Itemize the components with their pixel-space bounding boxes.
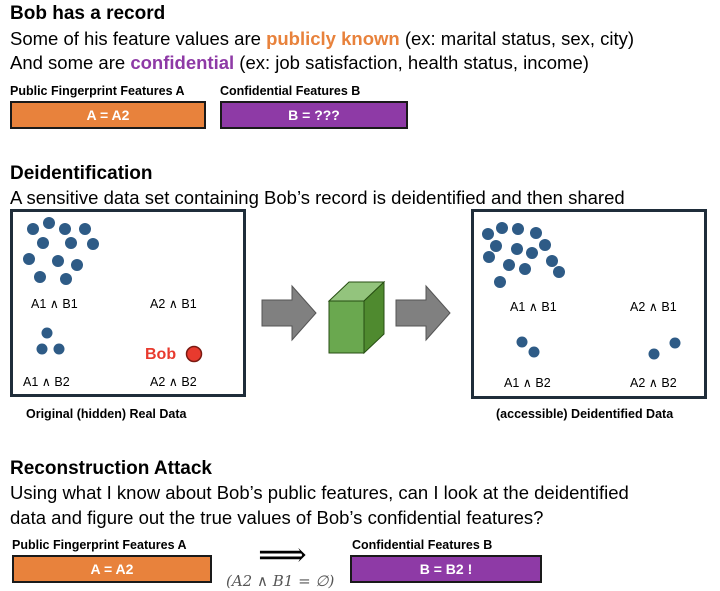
record-dot bbox=[65, 237, 77, 249]
record-dot bbox=[60, 273, 72, 285]
record-dot bbox=[43, 217, 55, 229]
original-data-caption: Original (hidden) Real Data bbox=[26, 407, 187, 421]
record-dot bbox=[23, 253, 35, 265]
reconstruction-question-line-2: data and figure out the true values of B… bbox=[10, 507, 544, 528]
record-dot bbox=[490, 240, 502, 252]
record-dot bbox=[53, 343, 65, 355]
deidentified-quadrant-a2-b1: A2 ∧ B1 bbox=[630, 300, 677, 314]
confidential-features-label: Confidential Features B bbox=[352, 538, 493, 552]
empty-set-condition: (A2 ∧ B1 = ∅) bbox=[226, 572, 335, 590]
record-dot bbox=[482, 228, 494, 240]
record-dot bbox=[52, 255, 64, 267]
original-quadrant-a2-b2: A2 ∧ B2 bbox=[150, 375, 197, 389]
record-dot bbox=[526, 247, 538, 259]
record-dot bbox=[34, 271, 46, 283]
record-dot bbox=[553, 266, 565, 278]
deidentified-data-dots bbox=[482, 222, 681, 360]
record-dot bbox=[494, 276, 506, 288]
public-features-label: Public Fingerprint Features A bbox=[12, 538, 187, 552]
record-dot bbox=[503, 259, 515, 271]
record-dot bbox=[519, 263, 531, 275]
public-features-value-box: A = A2 bbox=[12, 555, 212, 583]
sentence-text: And some are bbox=[10, 52, 131, 73]
public-features-value-box: A = A2 bbox=[10, 101, 206, 129]
original-quadrant-a1-b2: A1 ∧ B2 bbox=[23, 375, 70, 389]
record-dot bbox=[87, 238, 99, 250]
record-dot bbox=[37, 237, 49, 249]
sentence-text: Some of his feature values are bbox=[10, 28, 267, 49]
right-arrow-icon bbox=[395, 284, 451, 342]
record-dot bbox=[528, 346, 540, 358]
cube-icon bbox=[327, 280, 386, 355]
public-features-label: Public Fingerprint Features A bbox=[10, 84, 185, 98]
sentence-text: (ex: job satisfaction, health status, in… bbox=[234, 52, 589, 73]
original-data-dots bbox=[23, 217, 203, 363]
publicly-known-highlight: publicly known bbox=[266, 28, 400, 49]
right-arrow-icon bbox=[261, 284, 317, 342]
record-dot bbox=[669, 337, 681, 349]
record-dot bbox=[539, 239, 551, 251]
bob-label: Bob bbox=[145, 346, 177, 363]
record-dot bbox=[71, 259, 83, 271]
original-quadrant-a1-b1: A1 ∧ B1 bbox=[31, 297, 78, 311]
reconstruction-question-line-1: Using what I know about Bob’s public fea… bbox=[10, 482, 629, 503]
deidentified-quadrant-a1-b2: A1 ∧ B2 bbox=[504, 376, 551, 390]
original-data-panel bbox=[10, 209, 246, 397]
record-dot bbox=[546, 255, 558, 267]
record-dot bbox=[511, 243, 523, 255]
confidential-highlight: confidential bbox=[130, 52, 235, 73]
section-title-reconstruction: Reconstruction Attack bbox=[10, 458, 212, 479]
deidentification-description: A sensitive data set containing Bob’s re… bbox=[10, 187, 625, 208]
record-dot bbox=[36, 343, 48, 355]
record-dot bbox=[516, 336, 528, 348]
implies-arrow-icon: ⟹ bbox=[258, 535, 307, 575]
record-dot bbox=[27, 223, 39, 235]
deidentification-process bbox=[261, 280, 451, 355]
deidentified-data-panel bbox=[471, 209, 707, 399]
section-title-record: Bob has a record bbox=[10, 3, 166, 24]
deidentified-quadrant-a1-b1: A1 ∧ B1 bbox=[510, 300, 557, 314]
confidential-features-label: Confidential Features B bbox=[220, 84, 361, 98]
record-dot bbox=[530, 227, 542, 239]
record-dot bbox=[483, 251, 495, 263]
record-dot bbox=[41, 327, 53, 339]
record-dot bbox=[496, 222, 508, 234]
bob-record-dot bbox=[185, 345, 203, 363]
original-quadrant-a2-b1: A2 ∧ B1 bbox=[150, 297, 197, 311]
deidentified-quadrant-a2-b2: A2 ∧ B2 bbox=[630, 376, 677, 390]
confidential-features-result-box: B = B2 ! bbox=[350, 555, 542, 583]
public-features-sentence: Some of his feature values are publicly … bbox=[10, 28, 634, 50]
record-dot bbox=[648, 348, 660, 360]
record-dot bbox=[512, 223, 524, 235]
confidential-features-sentence: And some are confidential (ex: job satis… bbox=[10, 52, 589, 74]
confidential-features-value-box: B = ??? bbox=[220, 101, 408, 129]
deidentified-data-caption: (accessible) Deidentified Data bbox=[496, 407, 674, 421]
section-title-deidentification: Deidentification bbox=[10, 163, 153, 184]
record-dot bbox=[79, 223, 91, 235]
sentence-text: (ex: marital status, sex, city) bbox=[399, 28, 635, 49]
record-dot bbox=[59, 223, 71, 235]
